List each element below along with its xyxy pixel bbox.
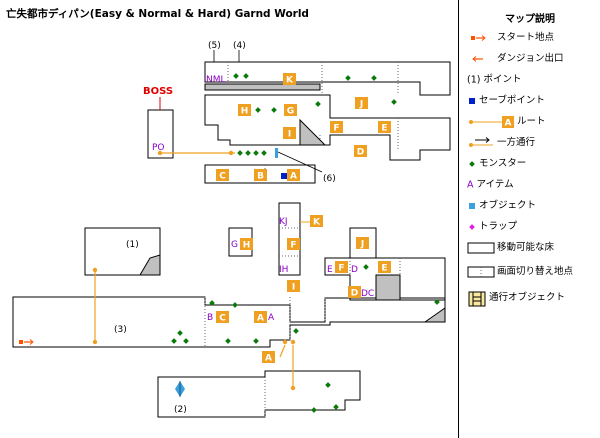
slope-right [423, 307, 446, 323]
legend-exit: ダンジョン出口 [467, 51, 564, 67]
legend-title: マップ説明 [505, 14, 555, 25]
legend-oneway: 一方通行 [467, 135, 535, 151]
route-h2: H [243, 241, 251, 251]
route-c2: C [219, 314, 226, 324]
room-j [349, 227, 377, 259]
slope-fill [299, 118, 327, 146]
monsters [171, 73, 440, 413]
route-a: A [290, 172, 297, 182]
legend-passobj: 通行オブジェクト [467, 290, 565, 307]
route-e: E [381, 124, 387, 134]
room-top-south [204, 164, 316, 184]
route-f: F [333, 124, 339, 134]
legend-floor: 移動可能な床 [467, 240, 554, 256]
slope-point1 [139, 254, 161, 276]
room-top-corridor [204, 94, 451, 161]
point-1: (1) [126, 240, 139, 250]
route-k2: K [313, 218, 321, 228]
legend-item: A アイテム [467, 179, 514, 191]
item-dc: DC [361, 289, 374, 299]
legend-trap: トラップ [467, 219, 517, 235]
point-5: (5) [208, 41, 221, 51]
object-marker [275, 148, 278, 158]
ledge-fill [204, 83, 321, 91]
room-top-north [204, 61, 451, 96]
route-h: H [241, 107, 249, 117]
save-point [281, 173, 287, 179]
item-po: PO [152, 143, 165, 153]
item-nml: NML [206, 75, 226, 85]
legend-point: (1) ポイント [467, 74, 522, 86]
route-a3: A [265, 354, 272, 364]
item-a: A [268, 313, 275, 323]
wall-block [375, 274, 401, 301]
item-ih: IH [279, 265, 288, 275]
route-g: G [287, 107, 294, 117]
route-c: C [219, 172, 226, 182]
legend-switch: 画面切り替え地点 [467, 264, 573, 280]
route-i2: I [292, 283, 295, 293]
item-b: B [207, 313, 213, 323]
room-gh [228, 227, 253, 257]
legend-monster: モンスター [467, 156, 526, 172]
route-a2: A [257, 314, 264, 324]
point-2: (2) [174, 405, 187, 415]
start-marker [19, 339, 34, 345]
point-3: (3) [114, 325, 127, 335]
svg-text:A: A [505, 119, 512, 129]
point-6: (6) [323, 174, 336, 184]
room-boss [147, 109, 174, 159]
room-column [278, 202, 301, 276]
item-e: E [327, 265, 333, 275]
route-badges [216, 73, 391, 363]
route-d2: D [351, 289, 358, 299]
item-g: G [231, 240, 238, 250]
item-d: D [351, 265, 358, 275]
legend-start: スタート地点 [467, 30, 554, 46]
item-kj: KJ [279, 217, 288, 227]
legend-object: オブジェクト [467, 198, 536, 214]
legend-save: セーブポイント [467, 93, 545, 109]
boss-label: BOSS [143, 86, 173, 97]
route-f2: F [290, 241, 296, 251]
route-f3: F [338, 264, 344, 274]
route-e2: E [381, 264, 387, 274]
route-k: K [286, 76, 294, 86]
route-j2: J [360, 240, 364, 250]
route-d: D [357, 148, 364, 158]
point-4: (4) [233, 41, 246, 51]
map-title: 亡失都市ディパン(Easy & Normal & Hard) Garnd Wor… [6, 8, 309, 20]
route-b: B [257, 172, 264, 182]
route-j: J [359, 100, 363, 110]
room-bottom [157, 370, 361, 418]
route-i: I [288, 130, 291, 140]
